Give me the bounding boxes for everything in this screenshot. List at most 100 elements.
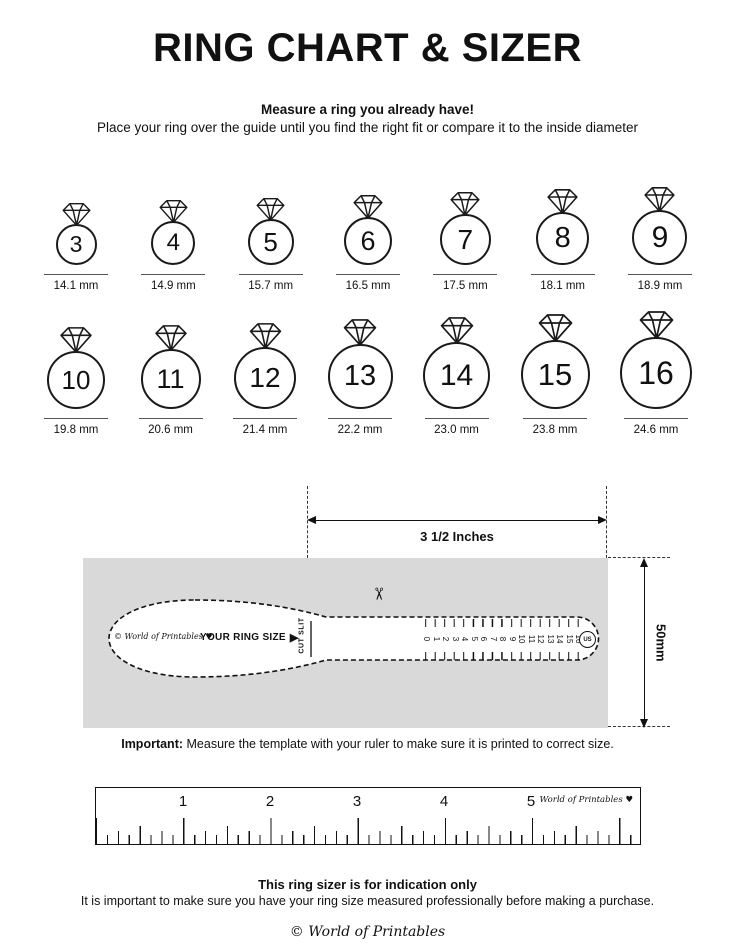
height-dimension-label: 50mm xyxy=(653,624,669,662)
ring-size-item: 9 18.9 mm xyxy=(627,186,692,292)
ring-row-1: 3 14.1 mm 4 14.9 mm 5 15.7 mm 6 16.5 mm … xyxy=(44,176,692,292)
ring-divider xyxy=(424,418,489,419)
scale-ticks-bottom xyxy=(421,651,583,660)
ring-circle: 7 xyxy=(439,214,491,265)
diamond-icon xyxy=(536,313,575,343)
height-dimension-arrow xyxy=(640,558,649,728)
footer-text: It is important to make sure you have yo… xyxy=(80,894,655,908)
ring-circle: 8 xyxy=(536,212,590,265)
ruler: 1 2 3 4 5 World of Printables ♥ xyxy=(95,787,641,845)
important-note: Important: Measure the template with you… xyxy=(0,737,735,751)
ring-diameter-label: 21.4 mm xyxy=(242,424,288,436)
ring-diameter-label: 22.2 mm xyxy=(337,424,383,436)
dimension-dash-top xyxy=(608,557,670,558)
important-label: Important: xyxy=(121,737,184,751)
ring-circle: 4 xyxy=(151,221,196,265)
ring-divider xyxy=(141,274,206,275)
ring-circle: 13 xyxy=(327,344,393,409)
ruler-number: 1 xyxy=(178,793,188,810)
subtitle-text: Place your ring over the guide until you… xyxy=(96,120,639,135)
ring-diameter-label: 16.5 mm xyxy=(345,280,391,292)
ring-size-item: 8 18.1 mm xyxy=(530,188,595,292)
ring-circle: 3 xyxy=(55,224,97,265)
ring-diameter-label: 17.5 mm xyxy=(442,280,488,292)
ring-size-number: 12 xyxy=(249,362,281,393)
your-ring-size-text: YOUR RING SIZE xyxy=(200,632,286,643)
ring-diameter-label: 18.9 mm xyxy=(637,280,683,292)
ring-circle: 6 xyxy=(343,217,392,265)
us-label: US xyxy=(583,636,592,643)
ring-size-number: 8 xyxy=(554,222,571,254)
ring-size-number: 11 xyxy=(156,363,185,394)
ring-size-item: 15 23.8 mm xyxy=(520,313,590,436)
ring-size-number: 10 xyxy=(61,365,91,395)
diamond-icon xyxy=(637,310,676,340)
ring-size-item: 4 14.9 mm xyxy=(141,199,206,292)
ring-diameter-label: 23.8 mm xyxy=(532,424,578,436)
ring-divider xyxy=(138,418,203,419)
ring-row-2: 10 19.8 mm 11 20.6 mm 12 21.4 mm 13 22.2… xyxy=(44,306,692,436)
ring-diameter-label: 24.6 mm xyxy=(633,424,679,436)
scale-numbers: 0 1 2 3 4 5 6 7 8 9 10 11 12 13 14 15 16 xyxy=(421,629,583,649)
ring-diameter-label: 20.6 mm xyxy=(148,424,193,436)
footer-bold-text: This ring sizer is for indication only xyxy=(258,877,477,892)
ring-diameter-label: 15.7 mm xyxy=(248,280,294,292)
diamond-icon xyxy=(341,318,379,347)
ring-divider xyxy=(335,274,400,275)
ring-size-item: 3 14.1 mm xyxy=(44,202,108,292)
ring-size-item: 5 15.7 mm xyxy=(238,197,303,292)
ring-size-number: 4 xyxy=(166,229,180,256)
ring-divider xyxy=(433,274,498,275)
ring-diameter-label: 14.1 mm xyxy=(53,280,99,292)
cut-slit-label: CUT SLIT xyxy=(298,617,306,654)
ring-circle: 11 xyxy=(140,349,201,409)
ring-size-number: 7 xyxy=(457,223,474,255)
scale-ticks-top xyxy=(421,618,583,627)
ring-size-item: 14 23.0 mm xyxy=(423,316,490,436)
dimension-dash-bottom xyxy=(608,726,670,727)
ring-diameter-label: 23.0 mm xyxy=(434,424,479,436)
ring-size-number: 13 xyxy=(343,360,377,392)
width-dimension-label: 3 1/2 Inches xyxy=(420,529,494,544)
sizer-board: © World of Printables ♥ YOUR RING SIZE ▶… xyxy=(83,558,608,728)
height-dimension-label-wrap: 50mm xyxy=(648,558,674,728)
ring-divider xyxy=(44,418,108,419)
diamond-icon xyxy=(438,316,476,345)
ring-divider xyxy=(530,274,595,275)
ring-diameter-label: 19.8 mm xyxy=(53,424,99,436)
ring-size-number: 5 xyxy=(263,227,278,257)
ring-circle: 5 xyxy=(247,219,294,265)
ring-size-item: 12 21.4 mm xyxy=(233,322,297,436)
width-dimension-arrow xyxy=(307,516,607,525)
ring-divider xyxy=(627,274,692,275)
page-title: RING CHART & SIZER xyxy=(153,26,582,70)
ring-diameter-label: 14.9 mm xyxy=(150,280,196,292)
ring-circle: 10 xyxy=(47,351,105,409)
your-ring-size-label: YOUR RING SIZE ▶ xyxy=(200,631,299,644)
ring-size-number: 9 xyxy=(651,220,669,254)
ring-divider xyxy=(624,418,688,419)
ring-size-number: 6 xyxy=(360,225,376,256)
ruler-number: 2 xyxy=(265,793,275,810)
ring-circle: 14 xyxy=(423,342,490,409)
ring-divider xyxy=(238,274,303,275)
important-text: Measure the template with your ruler to … xyxy=(183,737,614,751)
ring-size-item: 6 16.5 mm xyxy=(335,194,400,292)
ruler-number: 4 xyxy=(439,793,449,810)
ring-size-item: 16 24.6 mm xyxy=(620,310,692,436)
ring-circle: 15 xyxy=(520,340,590,409)
ring-divider xyxy=(328,418,392,419)
diamond-icon xyxy=(153,324,189,352)
ring-circle: 9 xyxy=(632,210,688,265)
ruler-brand: World of Printables ♥ xyxy=(539,795,634,805)
scissors-icon: ✂ xyxy=(369,586,389,602)
diamond-icon xyxy=(545,188,580,215)
ring-size-item: 10 19.8 mm xyxy=(44,326,108,436)
ring-size-item: 11 20.6 mm xyxy=(138,324,203,436)
ring-size-item: 13 22.2 mm xyxy=(327,318,393,436)
footer-brand: © World of Printables xyxy=(289,924,446,940)
diamond-icon xyxy=(58,326,94,354)
arrow-right-icon: ▶ xyxy=(289,632,299,644)
ruler-number: 3 xyxy=(352,793,362,810)
sizer-scale: 0 1 2 3 4 5 6 7 8 9 10 11 12 13 14 15 16 xyxy=(421,618,583,660)
